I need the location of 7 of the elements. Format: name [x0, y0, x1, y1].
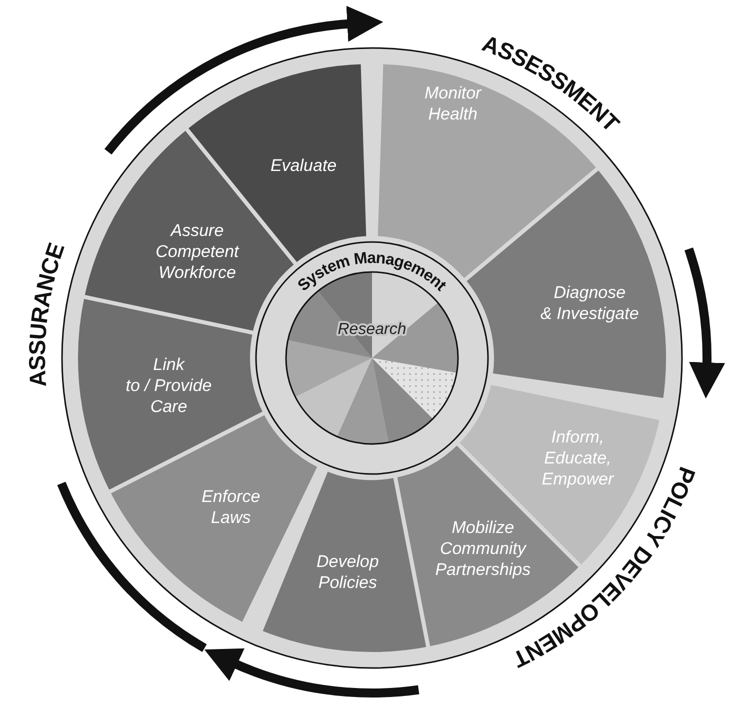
segment-label: Enforce Laws [202, 487, 260, 528]
segment-label: Diagnose & Investigate [540, 282, 639, 323]
segment-label: Evaluate [270, 156, 337, 175]
segment-label: Assure Competent Workforce [156, 220, 239, 282]
segment-label: Monitor Health [424, 84, 482, 124]
segment-label: Develop Policies [316, 552, 379, 592]
segment-label: Link to / Provide Care [126, 354, 212, 416]
